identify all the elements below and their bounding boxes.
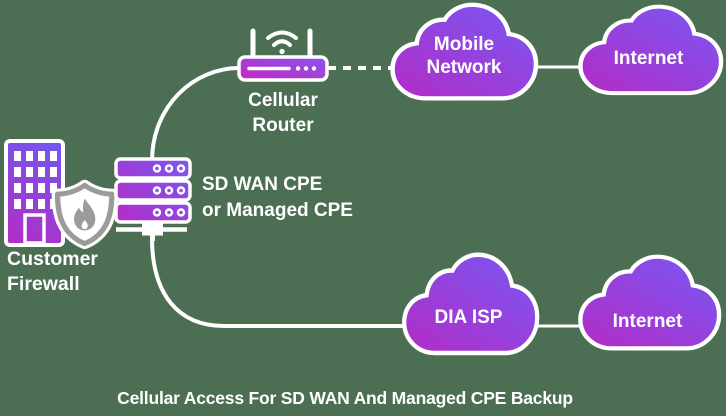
shield-flame-icon [51, 179, 118, 250]
mobile-network-cloud-icon [390, 2, 539, 101]
diagram-caption: Cellular Access For SD WAN And Managed C… [117, 388, 573, 408]
dia-isp-label: DIA ISP [434, 307, 503, 328]
link-cpe-to-diaisp [150, 237, 430, 328]
flame-icon [74, 198, 96, 231]
wifi-icon [266, 30, 298, 47]
cellular-router-icon [237, 28, 329, 82]
customer-firewall-label: Customer Firewall [7, 248, 99, 295]
cellular-router-label: Cellular Router [248, 90, 318, 136]
sdwan-cpe-label: SD WAN CPE or Managed CPE [202, 174, 353, 221]
router-leds [295, 66, 317, 71]
server-stack-icon [114, 157, 192, 241]
server-stand-hub [142, 223, 163, 236]
dia-isp-cloud-icon [402, 252, 540, 356]
building-door [23, 213, 46, 245]
internet-top-label: Internet [613, 48, 684, 69]
internet-top-cloud-icon [578, 4, 724, 96]
building-icon [4, 139, 65, 247]
link-cpe-to-router [150, 66, 240, 162]
internet-bottom-cloud-icon [578, 254, 722, 351]
mobile-network-label: Mobile Network [426, 34, 502, 78]
internet-bottom-label: Internet [612, 311, 683, 332]
